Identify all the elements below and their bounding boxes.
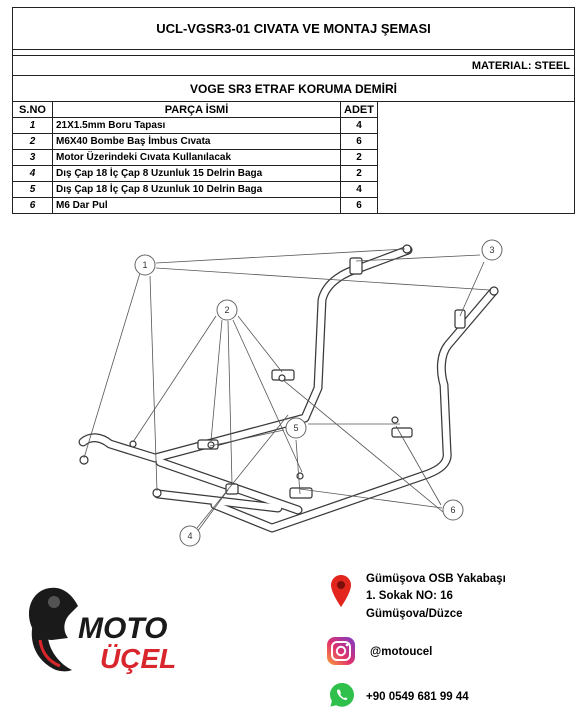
rider-silhouette-icon <box>28 587 78 672</box>
address-line-3: Gümüşova/Düzce <box>366 608 463 620</box>
column-header-qty: ADET <box>340 101 378 118</box>
callout-numbers: 1 2 3 4 5 6 <box>142 245 494 541</box>
brand-line-ucel: ÜÇEL <box>100 643 176 674</box>
product-subtitle: VOGE SR3 ETRAF KORUMA DEMİRİ <box>12 75 575 102</box>
leader-lines <box>83 248 491 533</box>
brand-line-moto: MOTO <box>78 612 167 645</box>
table-row: 1 21X1.5mm Boru Tapası 4 <box>12 117 576 134</box>
row-no: 5 <box>12 181 53 198</box>
row-qty: 2 <box>340 165 378 182</box>
instagram-icon <box>327 637 355 665</box>
bracket <box>349 257 363 275</box>
row-qty: 2 <box>340 149 378 166</box>
table-row: 6 M6 Dar Pul 6 <box>12 197 576 214</box>
callout-2: 2 <box>224 305 229 315</box>
callout-1: 1 <box>142 260 147 270</box>
callout-3: 3 <box>489 245 494 255</box>
row-qty: 4 <box>340 181 378 198</box>
material-label: MATERIAL: STEEL <box>12 55 575 76</box>
row-no: 6 <box>12 197 53 214</box>
table-row: 2 M6X40 Bombe Baş İmbus Cıvata 6 <box>12 133 576 150</box>
bolt-head <box>278 374 286 382</box>
row-part-name: M6X40 Bombe Baş İmbus Cıvata <box>52 133 341 150</box>
address-line-2: 1. Sokak NO: 16 <box>366 590 453 602</box>
table-blank-cell <box>376 197 576 214</box>
phone-number: +90 0549 681 99 44 <box>366 691 469 703</box>
callout-1-circle <box>134 254 156 276</box>
table-blank-cell <box>376 181 576 198</box>
parts-table: S.NO PARÇA İSMİ ADET 1 21X1.5mm Boru Tap… <box>12 101 576 214</box>
row-part-name: Motor Üzerindeki Cıvata Kullanılacak <box>52 149 341 166</box>
row-no: 3 <box>12 149 53 166</box>
bolt-head <box>296 472 304 480</box>
row-part-name: M6 Dar Pul <box>52 197 341 214</box>
bracket <box>289 487 313 499</box>
row-qty: 6 <box>340 133 378 150</box>
callout-4-circle <box>179 525 201 547</box>
column-header-name: PARÇA İSMİ <box>52 101 341 118</box>
callout-6-circle <box>442 499 464 521</box>
bolt-head <box>391 416 399 424</box>
callout-2-circle <box>216 299 238 321</box>
address-line-1: Gümüşova OSB Yakabaşı <box>366 573 506 585</box>
callout-circles <box>134 239 503 547</box>
instagram-handle: @motoucel <box>370 646 433 658</box>
brand-logo: MOTO ÜÇEL <box>28 587 176 674</box>
table-row: 3 Motor Üzerindeki Cıvata Kullanılacak 2 <box>12 149 576 166</box>
assembly-diagram: 1 2 3 4 5 6 <box>78 239 503 547</box>
callout-4: 4 <box>187 531 192 541</box>
table-blank-cell <box>376 149 576 166</box>
document-title: UCL-VGSR3-01 CIVATA VE MONTAJ ŞEMASI <box>12 7 575 50</box>
frame-tubes <box>78 245 498 533</box>
callout-5: 5 <box>293 423 298 433</box>
column-header-no: S.NO <box>12 101 53 118</box>
row-qty: 4 <box>340 117 378 134</box>
table-blank-cell <box>376 165 576 182</box>
row-part-name: 21X1.5mm Boru Tapası <box>52 117 341 134</box>
table-header-row: S.NO PARÇA İSMİ ADET <box>12 101 576 118</box>
bracket <box>454 309 466 329</box>
whatsapp-icon <box>330 683 354 707</box>
callout-6: 6 <box>450 505 455 515</box>
row-no: 2 <box>12 133 53 150</box>
callout-3-circle <box>481 239 503 261</box>
end-cap <box>79 455 89 465</box>
title-spacer <box>12 49 575 57</box>
row-no: 1 <box>12 117 53 134</box>
callout-5-circle <box>285 417 307 439</box>
bracket <box>225 483 239 495</box>
row-part-name: Dış Çap 18 İç Çap 8 Uzunluk 10 Delrin Ba… <box>52 181 341 198</box>
mount-brackets <box>79 244 499 499</box>
location-pin-icon <box>331 575 351 607</box>
table-blank-cell <box>376 117 576 134</box>
table-blank-cell <box>376 101 576 118</box>
bracket <box>391 427 413 438</box>
row-part-name: Dış Çap 18 İç Çap 8 Uzunluk 15 Delrin Ba… <box>52 165 341 182</box>
table-row: 5 Dış Çap 18 İç Çap 8 Uzunluk 10 Delrin … <box>12 181 576 198</box>
end-cap <box>489 286 499 296</box>
row-no: 4 <box>12 165 53 182</box>
table-blank-cell <box>376 133 576 150</box>
bolt-head <box>129 440 137 448</box>
table-row: 4 Dış Çap 18 İç Çap 8 Uzunluk 15 Delrin … <box>12 165 576 182</box>
row-qty: 6 <box>340 197 378 214</box>
